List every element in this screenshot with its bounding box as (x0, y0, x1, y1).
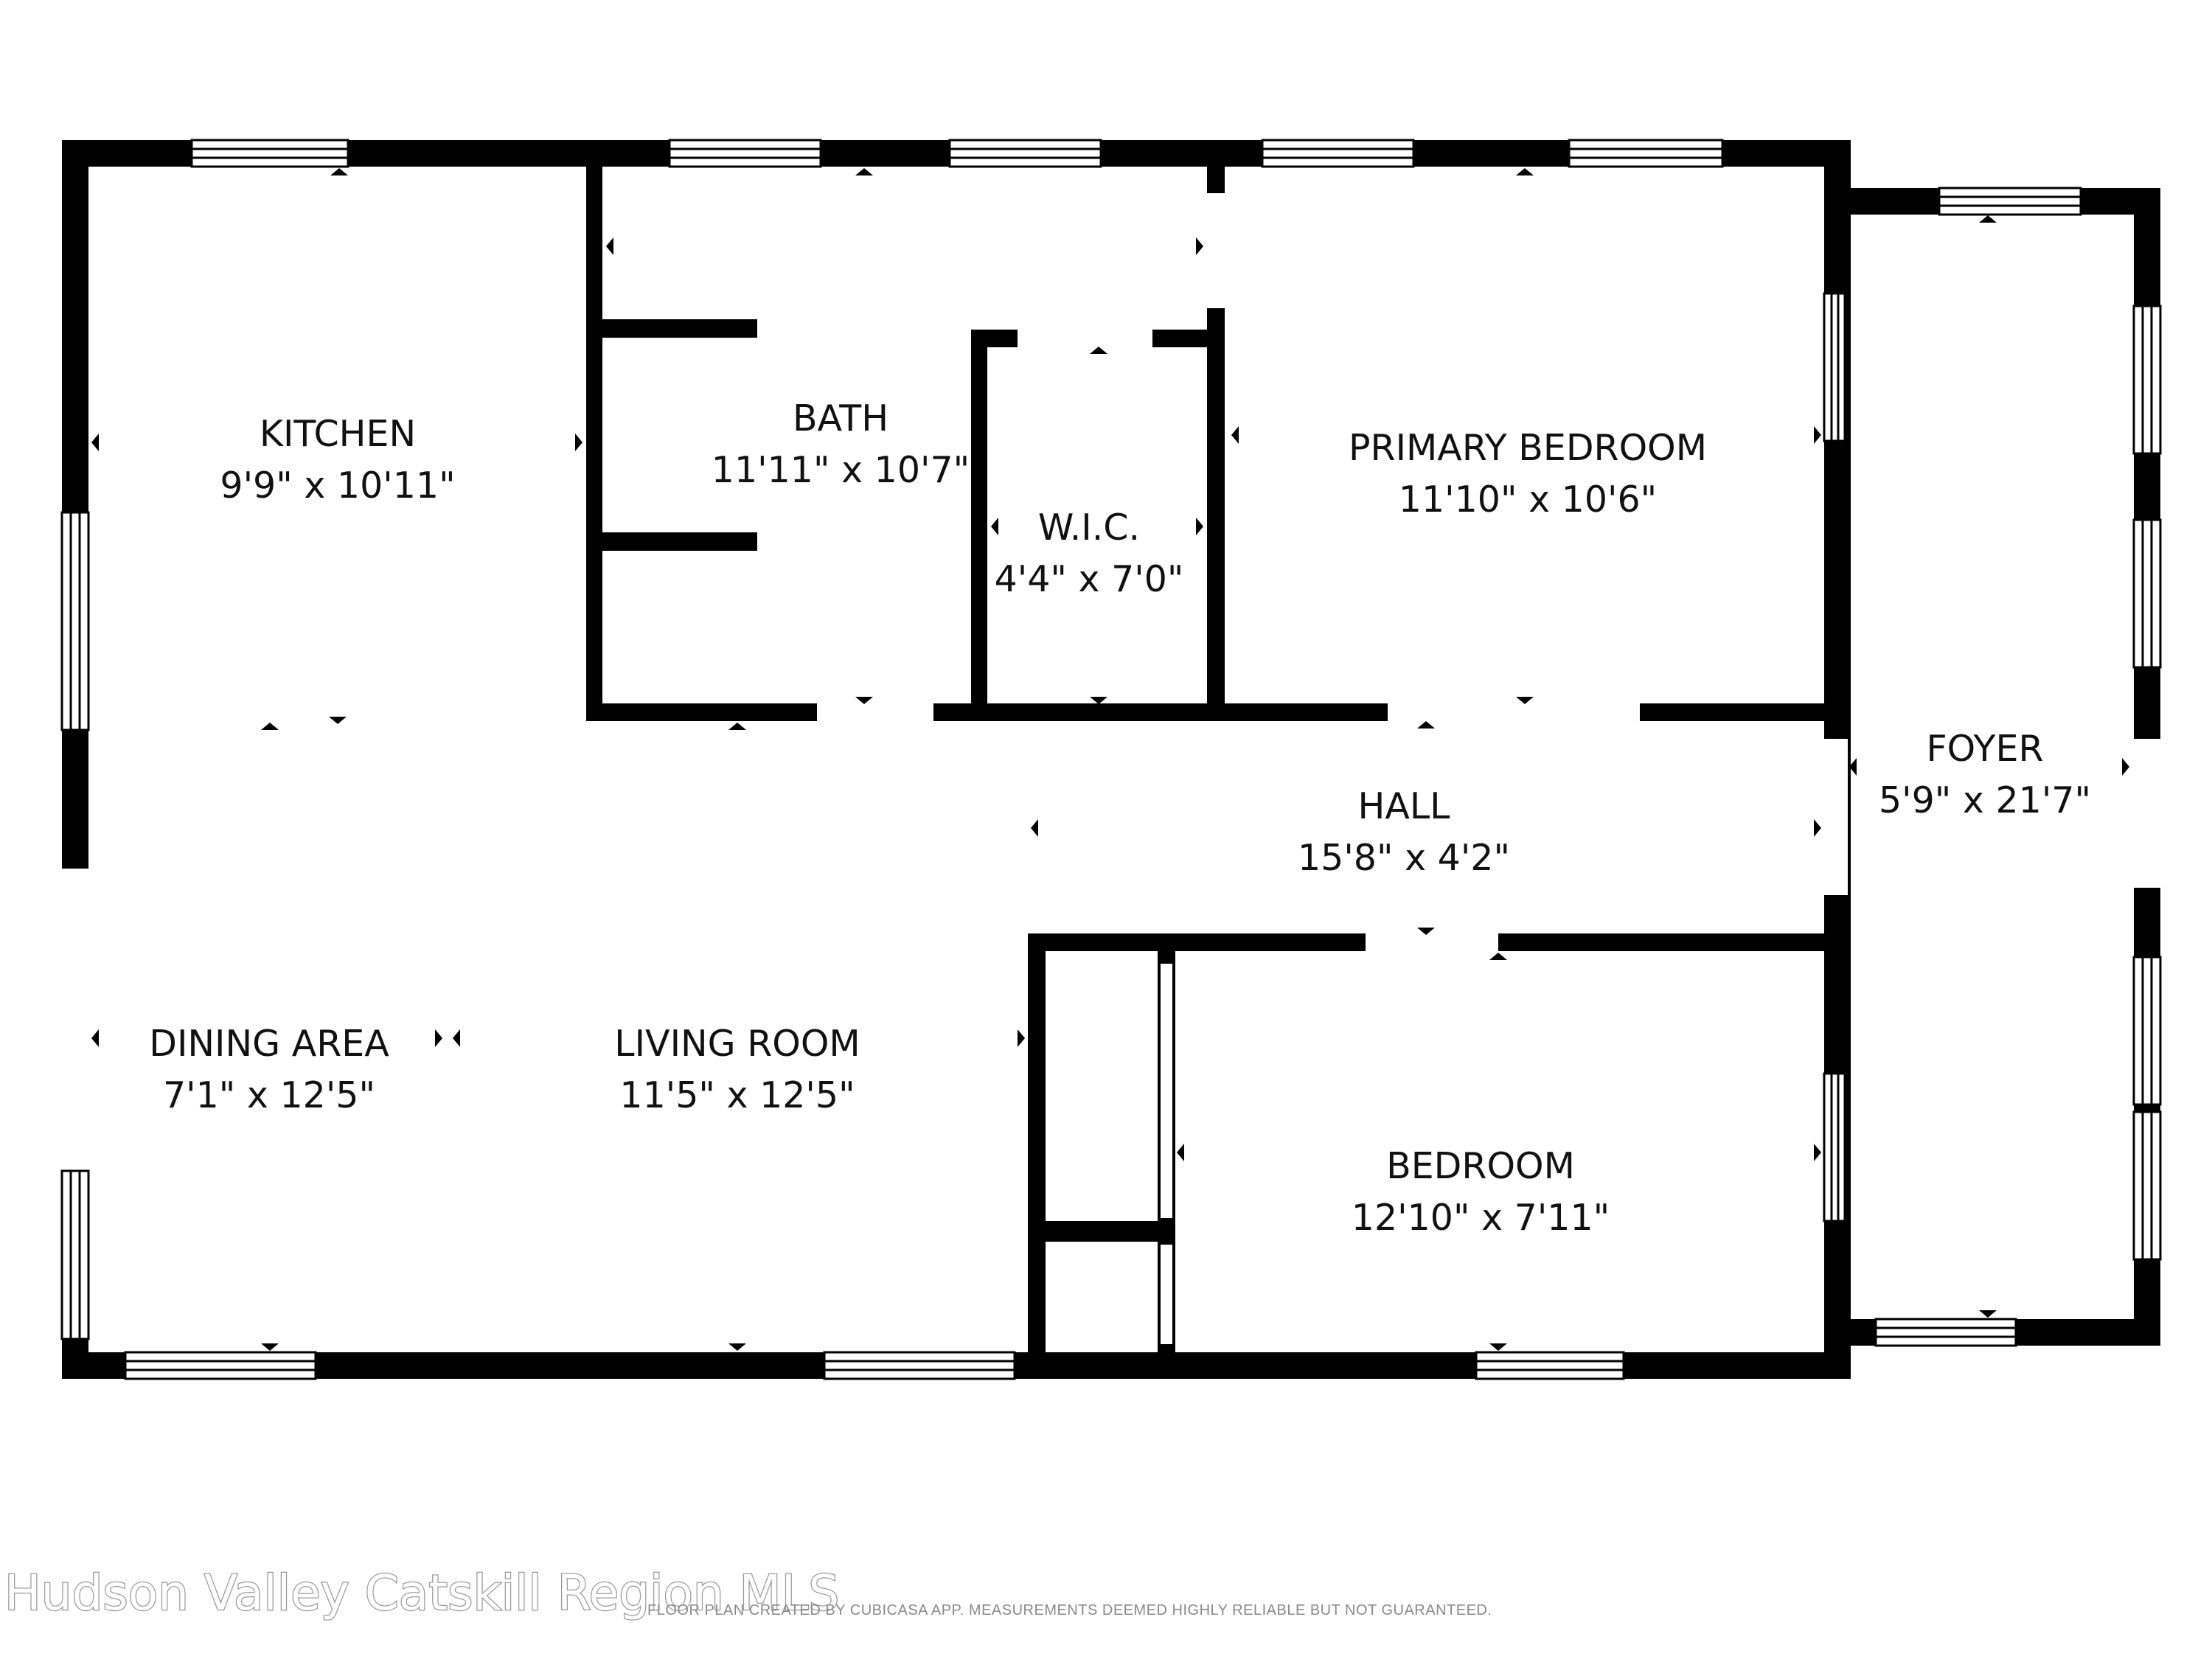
room-dims-primary-bedroom: 11'10" x 10'6" (1399, 479, 1657, 521)
window-foyer-top (1938, 187, 2082, 216)
room-dims-kitchen: 9'9" x 10'11" (220, 465, 455, 507)
marker (1090, 697, 1107, 704)
opening-primary-door (1388, 700, 1640, 724)
marker (991, 518, 998, 535)
marker (1516, 697, 1534, 704)
wall-bath-stub-2 (602, 532, 757, 551)
marker (330, 168, 348, 175)
opening-closet-1 (1161, 964, 1172, 1218)
opening-wic-top (1018, 327, 1152, 350)
window-foyer-right-4 (2132, 1110, 2162, 1261)
window-foyer-right-1 (2132, 305, 2162, 455)
footer-note: FLOOR PLAN CREATED BY CUBICASA APP. MEAS… (647, 1602, 1492, 1618)
window-primary-top-2 (1568, 139, 1724, 168)
room-dims-living-room: 11'5" x 12'5" (619, 1074, 855, 1116)
marker (1516, 168, 1534, 175)
mls-watermark: Hudson Valley Catskill Region MLS (4, 1565, 839, 1621)
marker (2122, 758, 2129, 776)
room-name-dining-area: DINING AREA (149, 1023, 389, 1065)
room-dims-bath: 11'11" x 10'7" (712, 449, 970, 491)
marker (728, 1343, 746, 1351)
wall-kitchen-bath (586, 140, 602, 721)
wall-closet-mid (1046, 1221, 1175, 1242)
marker (1196, 237, 1203, 255)
room-labels: KITCHEN 9'9" x 10'11" BATH 11'11" x 10'7… (149, 397, 2091, 1239)
marker (575, 434, 582, 451)
marker (1196, 518, 1203, 535)
window-bedroom-right (1823, 1072, 1846, 1222)
marker (453, 1029, 460, 1047)
marker (1018, 1029, 1025, 1047)
wall-hall-top (586, 703, 1837, 721)
marker (1814, 819, 1821, 837)
room-dims-bedroom: 12'10" x 7'11" (1352, 1197, 1610, 1239)
marker (1090, 347, 1107, 354)
marker (1849, 758, 1857, 776)
marker (1417, 721, 1435, 728)
marker (1979, 215, 1997, 223)
opening-closet-2 (1161, 1245, 1172, 1344)
window-foyer-right-2 (2132, 518, 2162, 669)
marker (1489, 1343, 1507, 1351)
window-living-bottom (823, 1351, 1016, 1380)
marker (435, 1029, 442, 1047)
room-dims-dining-area: 7'1" x 12'5" (163, 1074, 375, 1116)
room-name-primary-bedroom: PRIMARY BEDROOM (1349, 427, 1707, 469)
window-kitchen-top (190, 139, 349, 168)
opening-bath-door (817, 700, 933, 724)
room-name-wic: W.I.C. (1038, 507, 1140, 549)
room-name-living-room: LIVING ROOM (614, 1023, 860, 1065)
marker (1177, 1144, 1184, 1161)
room-name-bedroom: BEDROOM (1386, 1145, 1575, 1187)
opening-left (59, 869, 91, 1172)
window-bedroom-bottom (1475, 1351, 1625, 1380)
room-dims-hall: 15'8" x 4'2" (1298, 837, 1510, 879)
window-bath-top-2 (948, 139, 1102, 168)
opening-bedroom-door (1366, 931, 1498, 954)
marker (1489, 953, 1507, 960)
dimension-markers (91, 168, 2129, 1351)
marker (1031, 819, 1038, 837)
marker (1814, 426, 1821, 444)
marker (855, 168, 873, 175)
marker (1814, 1144, 1821, 1161)
wall-wic-left (971, 330, 987, 721)
marker (91, 1029, 99, 1047)
window-primary-right (1823, 292, 1846, 442)
opening-hall-foyer (1821, 739, 1848, 895)
wall-closet-left (1028, 933, 1046, 1379)
wall-bath-stub-1 (602, 319, 757, 338)
window-bath-top-1 (668, 139, 822, 168)
window-foyer-bottom (1874, 1318, 2017, 1347)
room-name-hall: HALL (1358, 785, 1451, 827)
marker (261, 1343, 279, 1351)
window-dining-bottom (124, 1351, 317, 1380)
marker (261, 723, 279, 730)
marker (606, 237, 613, 255)
marker (728, 723, 746, 730)
marker (1417, 928, 1435, 935)
window-left-1 (60, 511, 90, 731)
room-dims-foyer: 5'9" x 21'7" (1879, 779, 2091, 821)
room-name-foyer: FOYER (1926, 728, 2043, 770)
opening-foyer-right (2131, 739, 2163, 888)
marker (91, 434, 99, 451)
window-primary-top-1 (1261, 139, 1415, 168)
window-foyer-right-3 (2132, 956, 2162, 1106)
opening-bath-primary (1204, 193, 1228, 308)
windows (60, 139, 2162, 1380)
marker (1979, 1310, 1997, 1318)
marker (329, 717, 347, 724)
openings (59, 193, 2163, 1344)
room-name-bath: BATH (793, 397, 888, 439)
room-dims-wic: 4'4" x 7'0" (995, 558, 1184, 600)
marker (1231, 426, 1239, 444)
room-name-kitchen: KITCHEN (260, 413, 416, 455)
marker (855, 697, 873, 704)
window-left-2 (60, 1169, 90, 1340)
